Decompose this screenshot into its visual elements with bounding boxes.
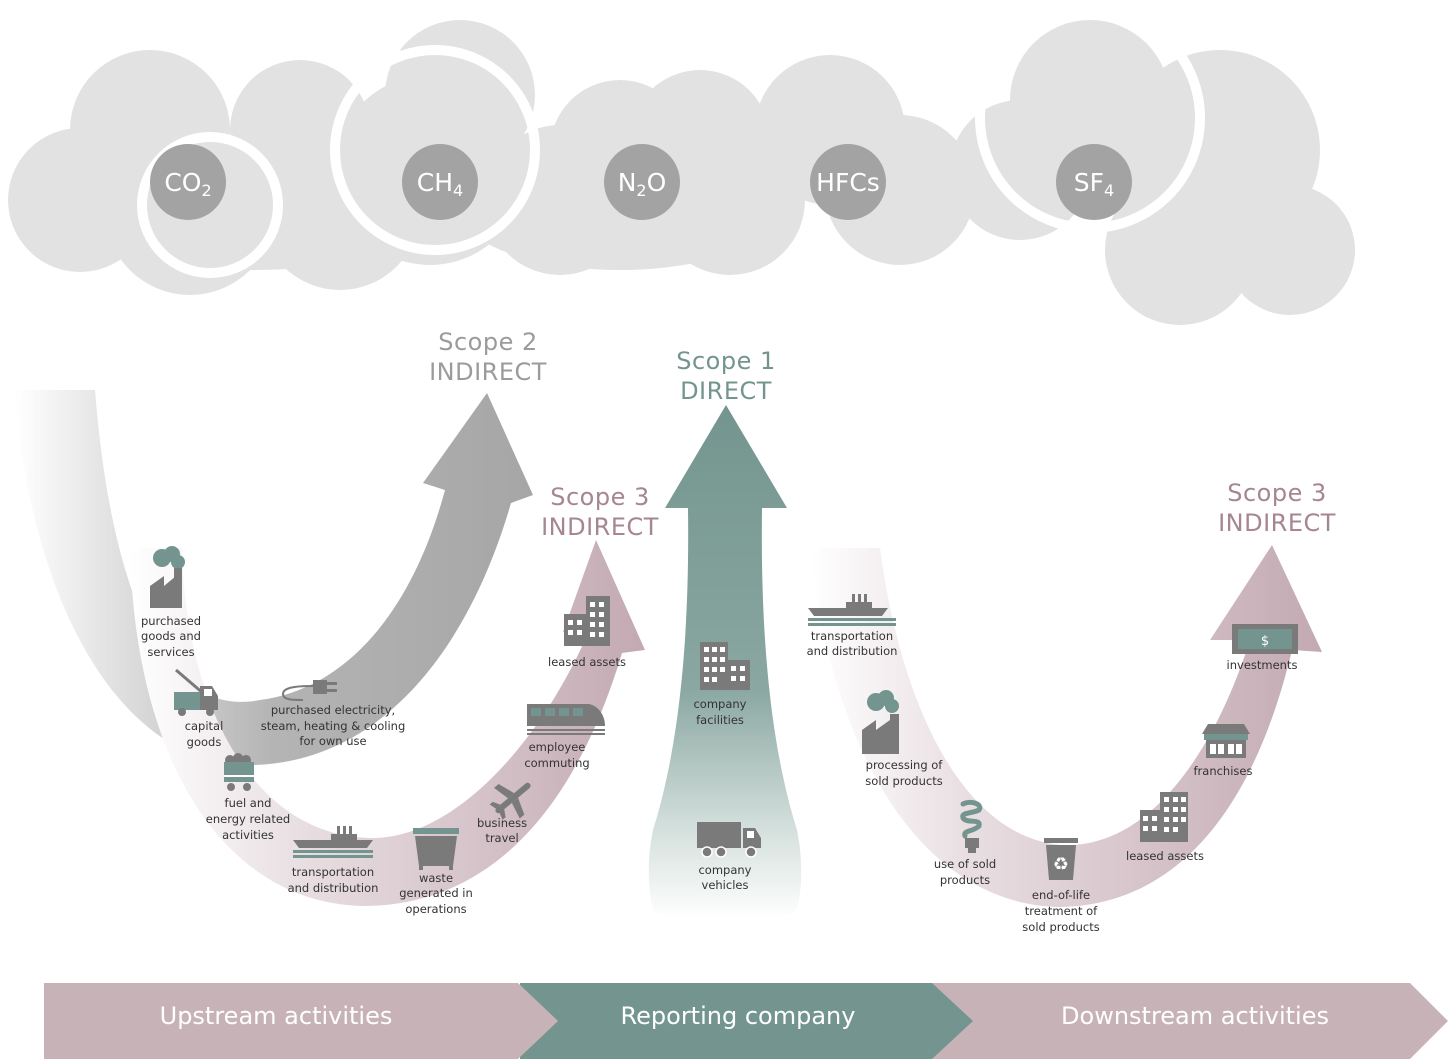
label-investments: investments: [1227, 658, 1298, 672]
svg-text:DIRECT: DIRECT: [680, 377, 772, 405]
svg-text:Scope 2: Scope 2: [438, 328, 538, 356]
gas-hfcs: HFCs: [810, 144, 886, 220]
airplane-icon: [489, 782, 531, 820]
building-icon: [700, 642, 750, 690]
band-upstream: [44, 983, 558, 1059]
label-leased-assets-downstream: leased assets: [1126, 849, 1204, 863]
gas-co2: CO2: [150, 144, 226, 220]
svg-text:♻: ♻: [1053, 854, 1069, 875]
building-icon: [1140, 792, 1188, 842]
svg-text:$: $: [1261, 634, 1269, 649]
scope3-downstream-arrow: [810, 545, 1322, 907]
svg-text:INDIRECT: INDIRECT: [429, 358, 547, 386]
band-downstream-label: Downstream activities: [1061, 1002, 1329, 1030]
activity-bands: Upstream activities Reporting company Do…: [44, 983, 1448, 1059]
scope3-upstream-arrow: [130, 540, 645, 906]
label-purchased-electricity: purchased electricity,steam, heating & c…: [261, 703, 406, 748]
label-leased-assets-upstream: leased assets: [548, 655, 626, 669]
band-downstream: [905, 983, 1448, 1059]
recycle-bin-icon: ♻: [1044, 838, 1078, 880]
ship-icon: [293, 826, 373, 858]
svg-text:CH4: CH4: [417, 168, 463, 200]
scope3-downstream-title: Scope 3 INDIRECT: [1218, 479, 1336, 537]
svg-text:HFCs: HFCs: [816, 168, 880, 197]
gas-ch4: CH4: [402, 144, 478, 220]
svg-text:N2O: N2O: [618, 168, 667, 200]
svg-text:Scope 1: Scope 1: [676, 347, 776, 375]
band-reporting-label: Reporting company: [621, 1002, 856, 1030]
gas-sf4: SF4: [1056, 144, 1132, 220]
crane-truck-icon: [174, 668, 218, 716]
factory-icon: [862, 690, 899, 754]
ship-icon: [808, 594, 896, 626]
truck-icon: [697, 822, 761, 858]
band-reporting: [520, 983, 973, 1059]
svg-text:CO2: CO2: [164, 168, 211, 200]
power-plug-icon: [281, 680, 337, 701]
svg-text:INDIRECT: INDIRECT: [541, 513, 659, 541]
lightbulb-icon: [960, 799, 983, 853]
svg-text:Scope 3: Scope 3: [1227, 479, 1327, 507]
building-icon: [564, 596, 610, 646]
dumpster-icon: [413, 828, 459, 870]
cloud-outlines: [137, 3, 1205, 278]
banknote-icon: $: [1232, 624, 1298, 654]
scope2-title: Scope 2 INDIRECT: [429, 328, 547, 386]
svg-text:INDIRECT: INDIRECT: [1218, 509, 1336, 537]
storefront-icon: [1202, 724, 1250, 758]
label-franchises: franchises: [1194, 764, 1253, 778]
band-upstream-label: Upstream activities: [160, 1002, 393, 1030]
svg-text:SF4: SF4: [1074, 168, 1114, 200]
scope1-title: Scope 1 DIRECT: [676, 347, 776, 405]
svg-text:Scope 3: Scope 3: [550, 483, 650, 511]
coal-cart-icon: [224, 753, 254, 791]
factory-icon: [150, 546, 185, 608]
train-icon: [527, 704, 605, 735]
gas-n2o: N2O: [604, 144, 680, 220]
scope3-upstream-title: Scope 3 INDIRECT: [541, 483, 659, 541]
